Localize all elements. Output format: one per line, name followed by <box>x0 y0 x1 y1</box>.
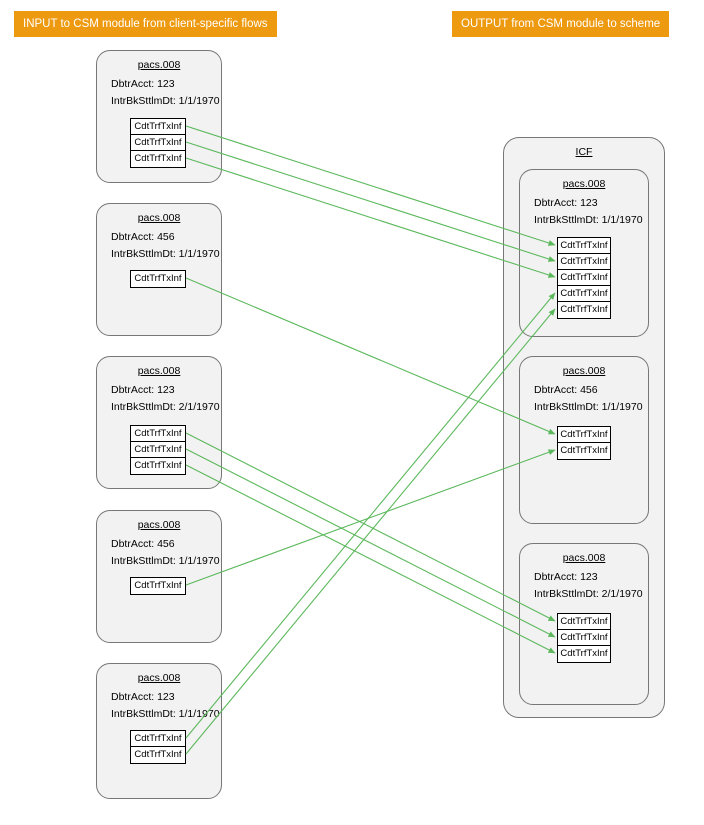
connector-line <box>185 308 556 755</box>
icf-title-label: ICF <box>575 146 593 158</box>
tx-row[interactable]: CdtTrfTxInf <box>131 578 185 594</box>
tx-row[interactable]: CdtTrfTxInf <box>558 630 610 646</box>
banner-input: INPUT to CSM module from client-specific… <box>14 11 277 37</box>
message-type-label: pacs.008 <box>137 59 181 71</box>
message-type-label: pacs.008 <box>137 672 181 684</box>
intrbk-sttlm-dt-field: IntrBkSttlmDt: 1/1/1970 <box>534 214 643 226</box>
dbtr-acct-field: DbtrAcct: 456 <box>111 538 175 550</box>
connector-line <box>185 125 556 246</box>
connector-line <box>185 432 556 622</box>
tx-row[interactable]: CdtTrfTxInf <box>131 426 185 442</box>
intrbk-sttlm-dt-field: IntrBkSttlmDt: 1/1/1970 <box>111 555 220 567</box>
tx-row[interactable]: CdtTrfTxInf <box>131 119 185 135</box>
tx-row[interactable]: CdtTrfTxInf <box>131 151 185 167</box>
message-type-label: pacs.008 <box>562 552 606 564</box>
dbtr-acct-field: DbtrAcct: 123 <box>111 384 175 396</box>
dbtr-acct-field: DbtrAcct: 123 <box>111 78 175 90</box>
intrbk-sttlm-dt-field: IntrBkSttlmDt: 2/1/1970 <box>111 401 220 413</box>
tx-row[interactable]: CdtTrfTxInf <box>558 614 610 630</box>
dbtr-acct-field: DbtrAcct: 123 <box>534 197 598 209</box>
message-type-label: pacs.008 <box>562 365 606 377</box>
tx-stack: CdtTrfTxInf <box>130 577 186 595</box>
tx-row[interactable]: CdtTrfTxInf <box>558 254 610 270</box>
tx-row[interactable]: CdtTrfTxInf <box>558 270 610 286</box>
banner-output: OUTPUT from CSM module to scheme <box>452 11 670 37</box>
message-type-label: pacs.008 <box>562 178 606 190</box>
dbtr-acct-field: DbtrAcct: 456 <box>111 231 175 243</box>
connector-line <box>185 464 556 654</box>
message-type-label: pacs.008 <box>137 212 181 224</box>
message-type-label: pacs.008 <box>137 365 181 377</box>
intrbk-sttlm-dt-field: IntrBkSttlmDt: 1/1/1970 <box>534 401 643 413</box>
tx-row[interactable]: CdtTrfTxInf <box>131 458 185 474</box>
tx-row[interactable]: CdtTrfTxInf <box>558 443 610 459</box>
connector-line <box>185 292 556 739</box>
tx-stack: CdtTrfTxInf <box>130 270 186 288</box>
tx-row[interactable]: CdtTrfTxInf <box>558 302 610 318</box>
tx-row[interactable]: CdtTrfTxInf <box>131 747 185 763</box>
connector-line <box>185 449 556 586</box>
connector-line <box>185 141 556 262</box>
dbtr-acct-field: DbtrAcct: 456 <box>534 384 598 396</box>
tx-row[interactable]: CdtTrfTxInf <box>558 646 610 662</box>
connector-line <box>185 277 556 435</box>
tx-row[interactable]: CdtTrfTxInf <box>558 427 610 443</box>
tx-row[interactable]: CdtTrfTxInf <box>558 286 610 302</box>
dbtr-acct-field: DbtrAcct: 123 <box>111 691 175 703</box>
tx-row[interactable]: CdtTrfTxInf <box>131 442 185 458</box>
tx-row[interactable]: CdtTrfTxInf <box>131 731 185 747</box>
dbtr-acct-field: DbtrAcct: 123 <box>534 571 598 583</box>
intrbk-sttlm-dt-field: IntrBkSttlmDt: 1/1/1970 <box>111 708 220 720</box>
tx-row[interactable]: CdtTrfTxInf <box>131 271 185 287</box>
intrbk-sttlm-dt-field: IntrBkSttlmDt: 2/1/1970 <box>534 588 643 600</box>
message-type-label: pacs.008 <box>137 519 181 531</box>
connector-line <box>185 157 556 278</box>
tx-row[interactable]: CdtTrfTxInf <box>131 135 185 151</box>
intrbk-sttlm-dt-field: IntrBkSttlmDt: 1/1/1970 <box>111 95 220 107</box>
tx-row[interactable]: CdtTrfTxInf <box>558 238 610 254</box>
connector-line <box>185 448 556 638</box>
intrbk-sttlm-dt-field: IntrBkSttlmDt: 1/1/1970 <box>111 248 220 260</box>
